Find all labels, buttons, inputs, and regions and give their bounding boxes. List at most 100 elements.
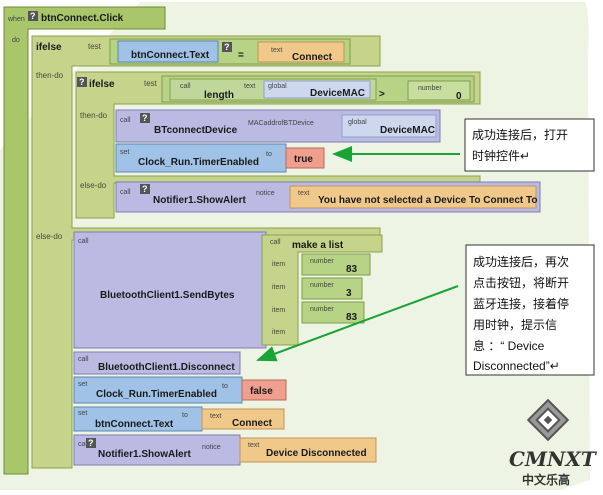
list-item-3-number[interactable]: number 83 bbox=[301, 301, 365, 324]
svg-text:call: call bbox=[120, 117, 131, 124]
inner-else-do-label: else-do bbox=[80, 181, 107, 190]
svg-text:?: ? bbox=[88, 438, 94, 448]
send-bytes-call-block[interactable]: call BluetoothClient1.SendBytes bbox=[73, 231, 267, 349]
greater-than-operator: > bbox=[379, 89, 385, 100]
outer-then-do-label: then-do bbox=[36, 71, 64, 80]
disconnected-message: Device Disconnected bbox=[266, 448, 367, 459]
svg-text:text: text bbox=[298, 190, 309, 197]
svg-text:notice: notice bbox=[202, 444, 221, 451]
send-bytes-name: BluetoothClient1.SendBytes bbox=[100, 290, 235, 301]
inner-ifelse-help-icon[interactable] bbox=[77, 77, 87, 87]
btnconnect-text-getter-label: btnConnect.Text bbox=[131, 50, 210, 61]
svg-text:global: global bbox=[268, 83, 287, 90]
svg-text:set: set bbox=[120, 149, 129, 156]
show-alert-not-selected-block[interactable]: call ? Notifier1.ShowAlert notice text Y… bbox=[115, 181, 541, 213]
equals-operator: = bbox=[238, 50, 244, 61]
note-2-line-4: 用时钟，提示信 bbox=[473, 317, 557, 332]
false-value: false bbox=[250, 386, 273, 397]
number-zero-literal[interactable] bbox=[407, 80, 471, 101]
note-2-line-2: 点击按钮，将断开 bbox=[473, 275, 569, 290]
global-devicemac-getter[interactable] bbox=[263, 80, 371, 99]
btnconnect-text-getter[interactable] bbox=[117, 40, 219, 63]
inner-test-compare-block[interactable]: call length text global DeviceMAC > numb… bbox=[161, 75, 475, 103]
length-function-name: length bbox=[204, 90, 234, 101]
event-block-btnconnect-click[interactable]: when ? btnConnect.Click do bbox=[3, 6, 166, 475]
svg-text:set: set bbox=[78, 381, 87, 388]
event-help-icon[interactable] bbox=[28, 11, 38, 21]
svg-text:set: set bbox=[78, 410, 87, 417]
svg-text:text: text bbox=[244, 83, 255, 90]
svg-text:number: number bbox=[418, 85, 442, 92]
svg-text:?: ? bbox=[142, 184, 148, 194]
global-devicemac-arg-name: DeviceMAC bbox=[380, 125, 435, 136]
show-alert-help-icon[interactable] bbox=[140, 184, 150, 194]
svg-text:call: call bbox=[78, 238, 89, 245]
connect-text-literal[interactable] bbox=[257, 41, 345, 63]
not-selected-text-literal[interactable] bbox=[289, 185, 537, 209]
set-connect-text-literal[interactable] bbox=[201, 408, 285, 430]
list-item-2-value: 3 bbox=[346, 288, 352, 299]
svg-text:to: to bbox=[266, 151, 272, 158]
note-2-line-6: Disconnected”↵ bbox=[473, 359, 560, 373]
list-item-2-number[interactable]: number 3 bbox=[301, 277, 363, 300]
svg-text:?: ? bbox=[79, 77, 85, 87]
set-btnconnect-text-block[interactable]: set btnConnect.Text to text Connect bbox=[73, 406, 285, 432]
outer-ifelse-label: ifelse bbox=[36, 42, 62, 53]
outer-else-do-label: else-do bbox=[36, 232, 63, 241]
svg-text:number: number bbox=[310, 306, 334, 313]
svg-text:to: to bbox=[182, 412, 188, 419]
svg-text:?: ? bbox=[30, 11, 36, 21]
svg-text:text: text bbox=[210, 413, 221, 420]
when-keyword: when bbox=[7, 16, 25, 23]
svg-text:to: to bbox=[222, 383, 228, 390]
svg-text:number: number bbox=[310, 282, 334, 289]
do-keyword: do bbox=[12, 37, 20, 44]
svg-text:item: item bbox=[272, 261, 285, 268]
btconnect-help-icon[interactable] bbox=[140, 113, 150, 123]
disconnect-call-block[interactable]: call BluetoothClient1.Disconnect bbox=[73, 351, 241, 375]
make-a-list-block[interactable]: call make a list item item item item bbox=[261, 234, 383, 346]
false-literal[interactable] bbox=[241, 379, 287, 401]
svg-text:text: text bbox=[248, 442, 259, 449]
svg-text:call: call bbox=[180, 83, 191, 90]
inner-test-label: test bbox=[144, 79, 158, 88]
svg-text:item: item bbox=[272, 307, 285, 314]
make-a-list-name: make a list bbox=[292, 240, 344, 251]
disconnect-name: BluetoothClient1.Disconnect bbox=[98, 362, 235, 373]
set-timer-enabled-false-block[interactable]: set Clock_Run.TimerEnabled to false bbox=[73, 376, 287, 404]
macaddr-param-label: MACaddrofBTDevice bbox=[248, 120, 314, 127]
btnconnect-text-target: btnConnect.Text bbox=[95, 419, 174, 430]
svg-text:?: ? bbox=[224, 42, 230, 52]
svg-text:text: text bbox=[271, 47, 282, 54]
svg-text:item: item bbox=[272, 329, 285, 336]
svg-text:number: number bbox=[310, 258, 334, 265]
svg-text:call: call bbox=[78, 441, 89, 448]
true-value: true bbox=[294, 154, 313, 165]
svg-text:item: item bbox=[272, 284, 285, 291]
set-timer-enabled-true-block[interactable]: set Clock_Run.TimerEnabled to true bbox=[115, 143, 325, 173]
note-2-line-5: 息 ：“ Device bbox=[473, 338, 545, 353]
svg-text:call: call bbox=[270, 239, 281, 246]
show-alert-disconnected-block[interactable]: call ? Notifier1.ShowAlert notice text D… bbox=[73, 434, 377, 466]
list-item-1-value: 83 bbox=[346, 264, 358, 275]
arrow-to-disconnect bbox=[256, 285, 459, 362]
show-alert-2-help-icon[interactable] bbox=[86, 438, 96, 448]
list-item-1-number[interactable]: number 83 bbox=[301, 253, 371, 276]
compare-help-icon[interactable] bbox=[222, 42, 232, 52]
global-devicemac-name: DeviceMAC bbox=[310, 88, 365, 99]
cmnxt-logo-mark bbox=[526, 398, 570, 442]
list-item-3-value: 83 bbox=[346, 312, 358, 323]
outer-test-compare-block[interactable]: btnConnect.Text ? = text Connect bbox=[109, 38, 351, 65]
disconnected-text-literal[interactable] bbox=[239, 437, 377, 463]
note-2-line-1: 成功连接后，再次 bbox=[473, 254, 569, 269]
svg-text:call: call bbox=[78, 356, 89, 363]
btconnectdevice-call-block[interactable]: call ? BTconnectDevice MACaddrofBTDevice… bbox=[115, 109, 441, 143]
connect-text-value: Connect bbox=[292, 52, 333, 63]
cmnxt-logo-subtitle: 中文乐高 bbox=[522, 472, 570, 487]
show-alert-name: Notifier1.ShowAlert bbox=[153, 195, 246, 206]
svg-text:notice: notice bbox=[256, 190, 275, 197]
annotation-note-1: 成功连接后，打开 时钟控件↵ bbox=[464, 118, 595, 172]
global-devicemac-arg[interactable] bbox=[341, 114, 437, 138]
outer-ifelse-block[interactable]: ifelse test then-do else-do bbox=[31, 35, 381, 469]
true-literal[interactable] bbox=[285, 147, 325, 169]
